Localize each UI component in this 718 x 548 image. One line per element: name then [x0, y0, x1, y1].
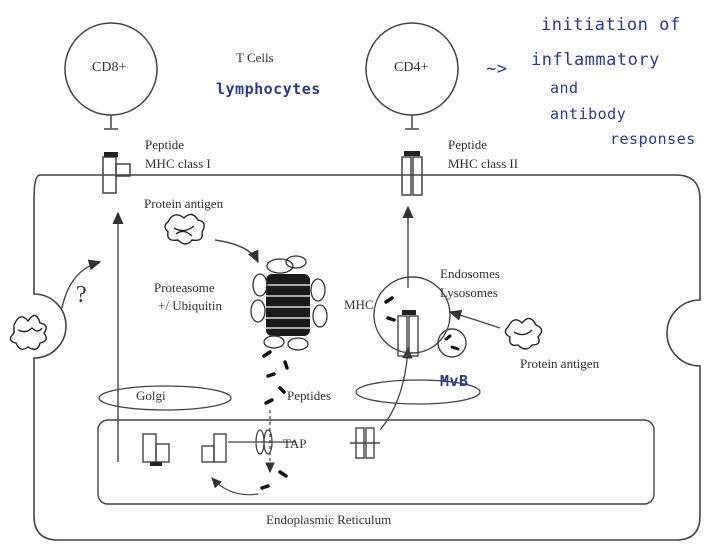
endosome-fragments [386, 298, 394, 320]
handwritten-line-1: initiation of [541, 14, 681, 36]
peptides-label: Peptides [287, 388, 331, 403]
peptide-right-label: Peptide [448, 137, 487, 152]
protein-antigen-right-label: Protein antigen [520, 356, 599, 371]
mhc-class-ii-er [350, 428, 380, 458]
endoplasmic-reticulum [98, 420, 654, 504]
proteasome-label: Proteasome [154, 280, 215, 295]
mhc-class-i-surface [103, 152, 130, 193]
protein-antigen-left [10, 315, 46, 349]
ubiquitin-label: +/ Ubiquitin [158, 298, 222, 313]
mvb [438, 329, 466, 357]
lysosomes-label: Lysosomes [440, 285, 498, 300]
mhc-class-i-er [202, 434, 226, 462]
mhc-class-i-golgi [143, 434, 169, 466]
cd8-label: CD8+ [92, 60, 126, 75]
protein-antigen-right [505, 318, 541, 349]
endosomes-label: Endosomes [440, 266, 500, 281]
protein-antigen-top [165, 214, 204, 244]
proteasome [251, 256, 327, 350]
handwritten-lymphocytes: lymphocytes [216, 80, 321, 98]
question-mark: ? [76, 282, 87, 308]
handwritten-line-2: inflammatory [531, 49, 660, 71]
mhc-class-ii-surface [402, 151, 422, 195]
arrow-antigen-right [450, 312, 500, 328]
peptide-left-label: Peptide [145, 137, 184, 152]
arrow-mhc2-to-endosome [380, 348, 408, 430]
tap-label: TAP [283, 436, 307, 451]
mhc2-label: MHC class II [448, 156, 518, 171]
cd4-receptor [405, 115, 419, 129]
handwritten-line-3: and [550, 79, 579, 97]
tcells-label: T Cells [236, 50, 274, 65]
golgi-label: Golgi [136, 388, 166, 403]
handwritten-arrow: ~> [486, 58, 507, 80]
arrow-to-proteasome [215, 240, 258, 262]
arrow-er-loop [212, 478, 258, 495]
mhc1-label: MHC class I [145, 156, 211, 171]
protein-antigen-top-label: Protein antigen [144, 196, 223, 211]
mvb-fragments [446, 336, 458, 349]
cd4-label: CD4+ [394, 60, 428, 75]
handwritten-mvb: MvB [440, 372, 469, 390]
handwritten-line-5: responses [610, 130, 696, 148]
mhc-endosome-label: MHC [344, 297, 374, 312]
antigen-presenting-cell [34, 175, 700, 540]
handwritten-line-4: antibody [550, 105, 626, 123]
er-label: Endoplasmic Reticulum [266, 512, 391, 527]
cd8-receptor [104, 115, 118, 129]
